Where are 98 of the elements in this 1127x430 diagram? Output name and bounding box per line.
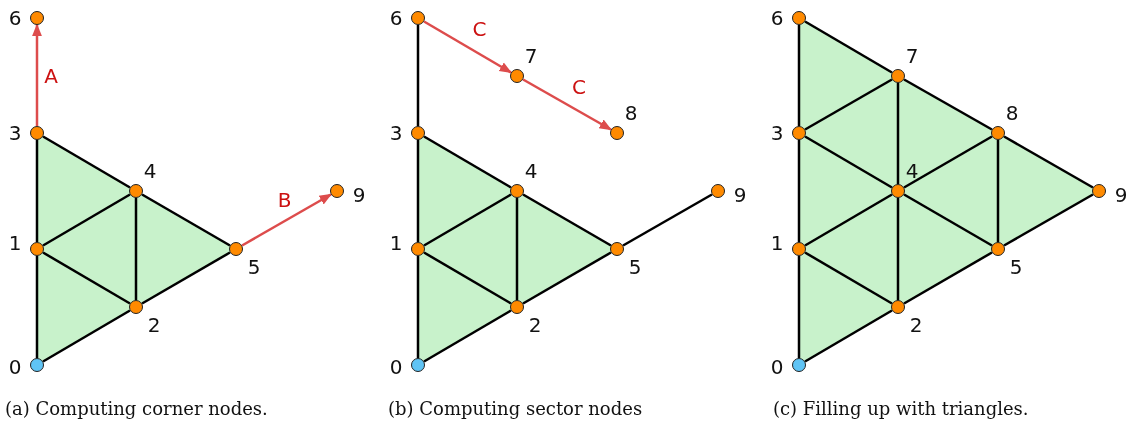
node-dot — [30, 126, 44, 140]
mesh-edge — [35, 140, 39, 242]
figure-caption: (b) Computing sector nodes — [388, 398, 643, 419]
mesh-edge — [134, 198, 138, 300]
node-dot — [330, 184, 344, 198]
node-dot — [610, 126, 624, 140]
node-dot — [1092, 184, 1106, 198]
node-number: 3 — [770, 123, 784, 143]
mesh-edge — [35, 256, 39, 358]
mesh-edge — [423, 309, 512, 363]
node-number: 4 — [524, 161, 538, 181]
mesh-edge — [797, 25, 801, 126]
node-number: 2 — [528, 315, 542, 335]
node-number: 1 — [389, 233, 403, 253]
mesh-edge — [423, 193, 512, 247]
node-dot — [891, 69, 905, 83]
node-dot — [411, 11, 425, 25]
mesh-edge — [1003, 193, 1094, 247]
mesh-edge — [416, 256, 420, 358]
node-dot — [30, 242, 44, 256]
node-dot — [229, 242, 243, 256]
node-dot — [792, 242, 806, 256]
edge-label: B — [276, 190, 293, 210]
node-dot — [129, 184, 143, 198]
mesh-edge — [416, 25, 420, 126]
node-dot — [510, 184, 524, 198]
node-number: 3 — [8, 123, 22, 143]
arrow — [423, 20, 513, 74]
figure-caption: (c) Filling up with triangles. — [773, 398, 1029, 419]
node-dot — [991, 126, 1005, 140]
node-dot — [411, 358, 425, 372]
node-number: 8 — [1005, 103, 1019, 123]
node-number: 4 — [905, 161, 919, 181]
node-number: 1 — [770, 233, 784, 253]
mesh-edge — [141, 193, 231, 247]
mesh-edge — [804, 78, 893, 131]
node-number: 7 — [524, 46, 538, 66]
mesh-edge — [141, 251, 231, 305]
mesh-edge — [896, 198, 900, 300]
node-dot — [411, 126, 425, 140]
node-number: 1 — [8, 233, 22, 253]
node-dot — [792, 126, 806, 140]
node-number: 5 — [1009, 257, 1023, 277]
node-number: 6 — [8, 8, 22, 28]
mesh-edge — [797, 256, 801, 358]
arrow — [522, 78, 612, 131]
mesh-edge — [903, 135, 993, 189]
node-number: 9 — [733, 185, 747, 205]
mesh-edge — [903, 78, 993, 131]
mesh-edge — [42, 309, 131, 363]
mesh-edge — [1003, 135, 1094, 189]
mesh-edge — [903, 251, 993, 305]
node-number: 0 — [8, 357, 22, 377]
node-number: 3 — [389, 123, 403, 143]
node-dot — [792, 11, 806, 25]
node-number: 6 — [389, 8, 403, 28]
node-number: 2 — [909, 315, 923, 335]
figure-caption: (a) Computing corner nodes. — [5, 398, 268, 419]
mesh-edge — [42, 135, 131, 189]
node-dot — [510, 69, 524, 83]
mesh-edge — [423, 135, 512, 189]
mesh-edge — [423, 251, 512, 305]
mesh-edge — [42, 193, 131, 247]
node-number: 0 — [389, 357, 403, 377]
node-number: 6 — [770, 8, 784, 28]
mesh-edge — [622, 193, 713, 247]
mesh-edge — [804, 309, 893, 363]
node-dot — [411, 242, 425, 256]
mesh-edge — [522, 251, 612, 305]
node-number: 9 — [1114, 185, 1127, 205]
node-dot — [610, 242, 624, 256]
node-number: 5 — [247, 257, 261, 277]
node-dot — [30, 11, 44, 25]
mesh-edge — [903, 193, 993, 247]
node-dot — [711, 184, 725, 198]
mesh-edge — [804, 193, 893, 247]
mesh-edge — [996, 140, 1000, 242]
node-number: 9 — [352, 185, 366, 205]
node-number: 5 — [628, 257, 642, 277]
edge-label: C — [471, 19, 488, 39]
mesh-edge — [42, 251, 131, 305]
mesh-edge — [896, 83, 900, 184]
mesh-edge — [804, 135, 893, 189]
mesh-edge — [797, 140, 801, 242]
node-number: 8 — [624, 103, 638, 123]
mesh-edge — [804, 20, 893, 74]
arrow — [241, 193, 332, 247]
node-number: 0 — [770, 357, 784, 377]
mesh-edge — [515, 198, 519, 300]
node-dot — [30, 358, 44, 372]
node-number: 2 — [147, 315, 161, 335]
mesh-edge — [804, 251, 893, 305]
node-dot — [792, 358, 806, 372]
node-number: 7 — [905, 46, 919, 66]
node-number: 4 — [143, 161, 157, 181]
mesh-edge — [522, 193, 612, 247]
arrow — [32, 23, 42, 126]
mesh-edge — [416, 140, 420, 242]
